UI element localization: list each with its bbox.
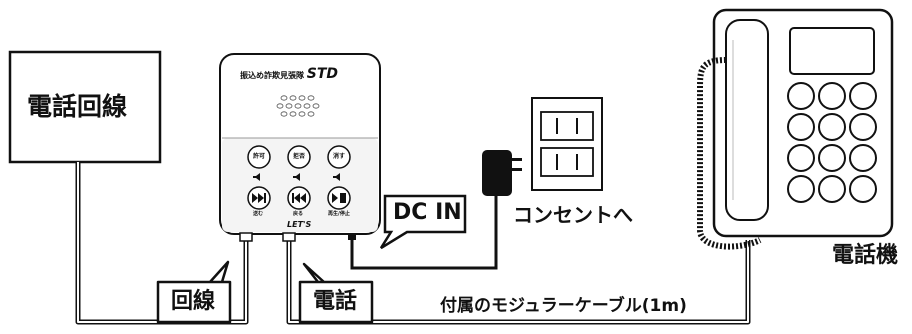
dc-in-callout: DC IN	[393, 200, 462, 225]
device-logo: LET'S	[287, 220, 312, 229]
dc-in-callout-box	[379, 194, 467, 250]
play-stop-button	[327, 186, 351, 210]
play-stop-caption: 再生/停止	[328, 211, 350, 217]
delete-button	[327, 145, 351, 169]
allow-button	[247, 145, 271, 169]
volume-icons	[253, 173, 340, 181]
phone-port-callout: 電話	[313, 289, 358, 314]
speaker-grille	[276, 95, 320, 117]
line-port	[239, 232, 253, 242]
next-caption: 送む	[253, 211, 264, 217]
phone-line-label: 電話回線	[27, 92, 128, 121]
button-delete-label: 消す	[333, 153, 346, 160]
telephone	[697, 8, 894, 250]
ac-adapter	[482, 150, 522, 196]
dc-cable	[350, 196, 498, 270]
transport-icons	[252, 193, 346, 203]
phone-port	[282, 232, 296, 242]
cable-label: 付属のモジュラーケーブル(1m)	[440, 296, 687, 316]
button-allow-label: 許可	[253, 153, 266, 160]
keypad	[787, 82, 877, 203]
phone-line-box	[8, 50, 162, 164]
device-brand: 振込め詐欺見張隊	[240, 71, 304, 80]
line-port-callout-box	[156, 260, 232, 324]
reject-button	[287, 145, 311, 169]
device-brand-label: 振込め詐欺見張隊 STD	[240, 67, 338, 81]
line-port-callout: 回線	[171, 289, 216, 314]
telephone-label: 電話機	[832, 243, 899, 268]
back-caption: 戻る	[293, 211, 304, 217]
device-model: STD	[306, 66, 339, 82]
outlet-label: コンセントへ	[513, 203, 633, 227]
dc-port	[348, 233, 356, 240]
phone-port-callout-box	[298, 262, 374, 324]
button-reject-label: 拒否	[293, 153, 306, 160]
device-unit	[219, 53, 381, 242]
wall-outlet	[531, 97, 603, 191]
